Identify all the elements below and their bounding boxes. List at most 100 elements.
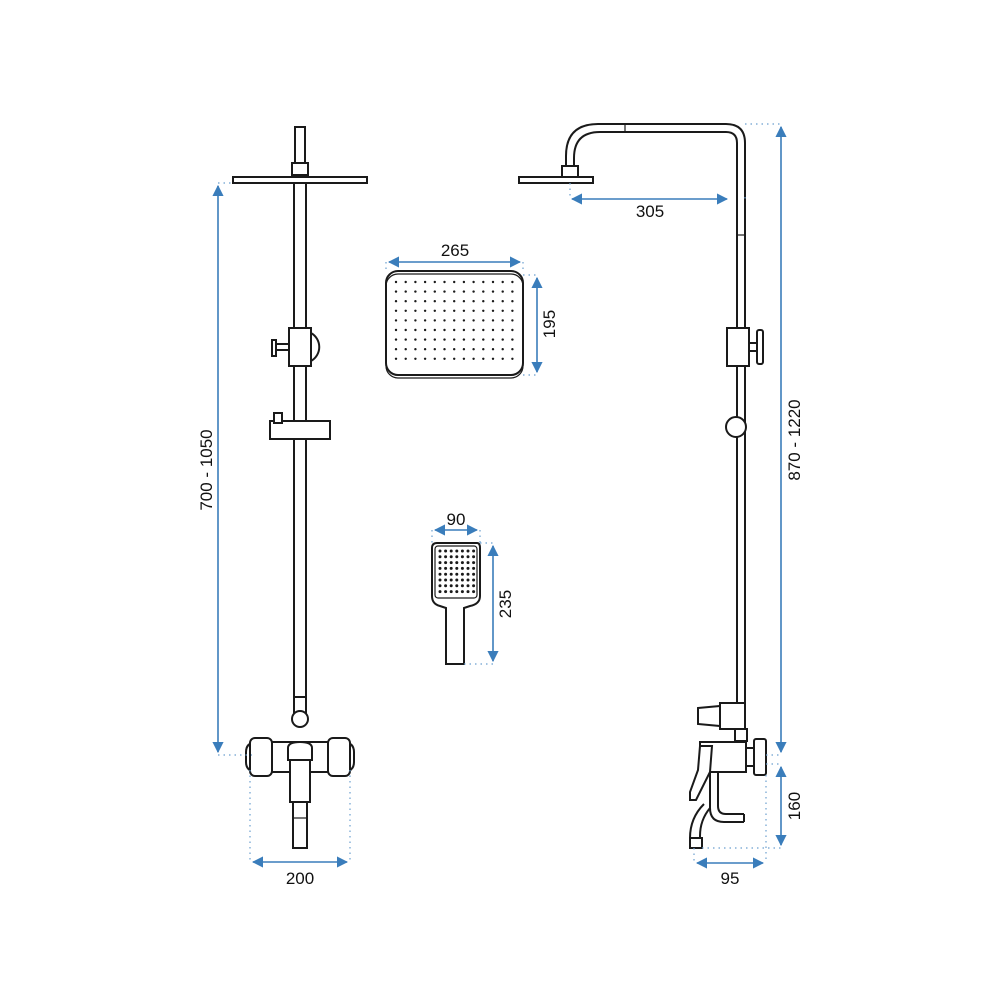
hand-nozzle-dot — [444, 561, 448, 565]
overhead-nozzle-dot — [462, 300, 466, 303]
overhead-nozzle-dot — [491, 357, 495, 360]
overhead-nozzle-dot — [482, 319, 485, 322]
overhead-nozzle-dot — [443, 290, 446, 293]
overhead-nozzle-dot — [501, 290, 504, 293]
hand-nozzle-dot — [460, 584, 464, 588]
mixer-projection-label: 95 — [721, 869, 740, 888]
overhead-nozzle-dot — [404, 309, 407, 312]
overhead-nozzle-dot — [443, 357, 446, 360]
overhead-nozzle-dot — [462, 280, 466, 284]
hand-nozzle-dot — [438, 561, 442, 565]
overhead-nozzle-dot — [501, 309, 504, 312]
mixer-width-label: 200 — [286, 869, 314, 888]
front-dimensions: 700 - 1050 200 — [197, 182, 351, 888]
overhead-nozzle-dot — [394, 300, 398, 303]
overhead-nozzle-dot — [501, 348, 504, 351]
overhead-nozzle-dot — [482, 338, 485, 341]
overhead-nozzle-dot — [453, 328, 456, 332]
overhead-nozzle-dot — [453, 290, 456, 293]
overhead-nozzle-dot — [394, 309, 398, 312]
front-diverter-lever-tip — [271, 339, 277, 357]
front-spout-upper — [289, 759, 311, 803]
overhead-nozzle-dot — [394, 280, 398, 284]
hand-nozzle-dot — [444, 590, 448, 594]
front-mixer-left-cap — [249, 737, 273, 777]
overhead-nozzle-dot — [404, 280, 407, 284]
overhead-nozzle-dot — [423, 357, 427, 360]
overhead-nozzle-dot — [472, 290, 475, 293]
overhead-nozzle-dot — [511, 348, 514, 351]
overhead-shower-top-view — [385, 270, 524, 379]
overhead-nozzle-dot — [414, 328, 417, 332]
hand-nozzle-dot — [460, 578, 464, 582]
front-view — [232, 126, 368, 849]
hand-nozzle-dot — [444, 555, 448, 559]
overhead-nozzle-dot — [453, 319, 456, 322]
overhead-nozzle-dot — [443, 300, 446, 303]
hand-nozzle-dot — [444, 584, 448, 588]
overhead-nozzle-dot — [472, 348, 475, 351]
overhead-depth-label: 195 — [540, 310, 559, 338]
overhead-nozzle-dot — [462, 328, 466, 332]
hand-nozzle-dot — [438, 566, 442, 570]
overhead-nozzle-dot — [423, 280, 427, 284]
overhead-nozzle-dot — [511, 309, 514, 312]
side-diverter-body — [726, 327, 750, 367]
hand-nozzle-dot — [444, 572, 448, 576]
hand-nozzle-dot — [466, 572, 470, 576]
hand-nozzle-dot — [449, 566, 453, 570]
hand-nozzle-dot — [472, 584, 476, 588]
overhead-nozzle-dot — [414, 338, 417, 341]
overhead-nozzle-dot — [404, 328, 407, 332]
overhead-nozzle-dot — [511, 357, 514, 360]
overhead-nozzle-dot — [443, 338, 446, 341]
overhead-nozzle-dot — [462, 309, 466, 312]
front-lower-nut — [291, 710, 309, 728]
overhead-nozzle-dot — [453, 300, 456, 303]
overhead-nozzle-dot — [511, 319, 514, 322]
hand-nozzle-dot — [466, 561, 470, 565]
side-spout-inner — [717, 772, 744, 815]
overhead-nozzle-dot — [462, 338, 466, 341]
overhead-nozzle-dot — [423, 300, 427, 303]
hand-nozzle-dot — [460, 561, 464, 565]
hand-nozzle-dot — [449, 584, 453, 588]
overhead-nozzle-dot — [414, 348, 417, 351]
side-overhead-connector — [561, 165, 579, 178]
rail-height-label: 700 - 1050 — [197, 429, 216, 510]
overhead-shower-nozzles — [394, 280, 514, 360]
overhead-nozzle-dot — [501, 338, 504, 341]
overhead-nozzle-dot — [443, 280, 446, 284]
hand-nozzle-dot — [460, 572, 464, 576]
overhead-nozzle-dot — [443, 319, 446, 322]
overhead-nozzle-dot — [414, 319, 417, 322]
hand-shower-nozzles — [438, 549, 476, 594]
side-diverter-knob — [756, 329, 764, 365]
overhead-nozzle-dot — [433, 357, 436, 360]
hand-nozzle-dot — [472, 590, 476, 594]
overhead-nozzle-dot — [472, 328, 475, 332]
overhead-shower-edge — [385, 273, 524, 379]
overhead-width-label: 265 — [441, 241, 469, 260]
mixer-height-label: 160 — [785, 792, 804, 820]
overhead-nozzle-dot — [491, 348, 495, 351]
overhead-nozzle-dot — [491, 338, 495, 341]
hand-nozzle-dot — [438, 555, 442, 559]
hand-nozzle-dot — [466, 555, 470, 559]
side-lower-nut — [734, 728, 748, 742]
overhead-nozzle-dot — [462, 290, 466, 293]
hand-nozzle-dot — [455, 549, 459, 553]
hand-dimensions: 90 235 — [431, 510, 515, 665]
hand-nozzle-dot — [466, 549, 470, 553]
hand-nozzle-dot — [438, 584, 442, 588]
overhead-nozzle-dot — [433, 300, 436, 303]
overhead-nozzle-dot — [423, 328, 427, 332]
overhead-nozzle-dot — [433, 290, 436, 293]
overhead-nozzle-dot — [511, 328, 514, 332]
overhead-nozzle-dot — [482, 309, 485, 312]
hand-nozzle-dot — [444, 549, 448, 553]
front-mixer-right-cap — [327, 737, 351, 777]
hand-nozzle-dot — [466, 578, 470, 582]
overhead-nozzle-dot — [472, 357, 475, 360]
